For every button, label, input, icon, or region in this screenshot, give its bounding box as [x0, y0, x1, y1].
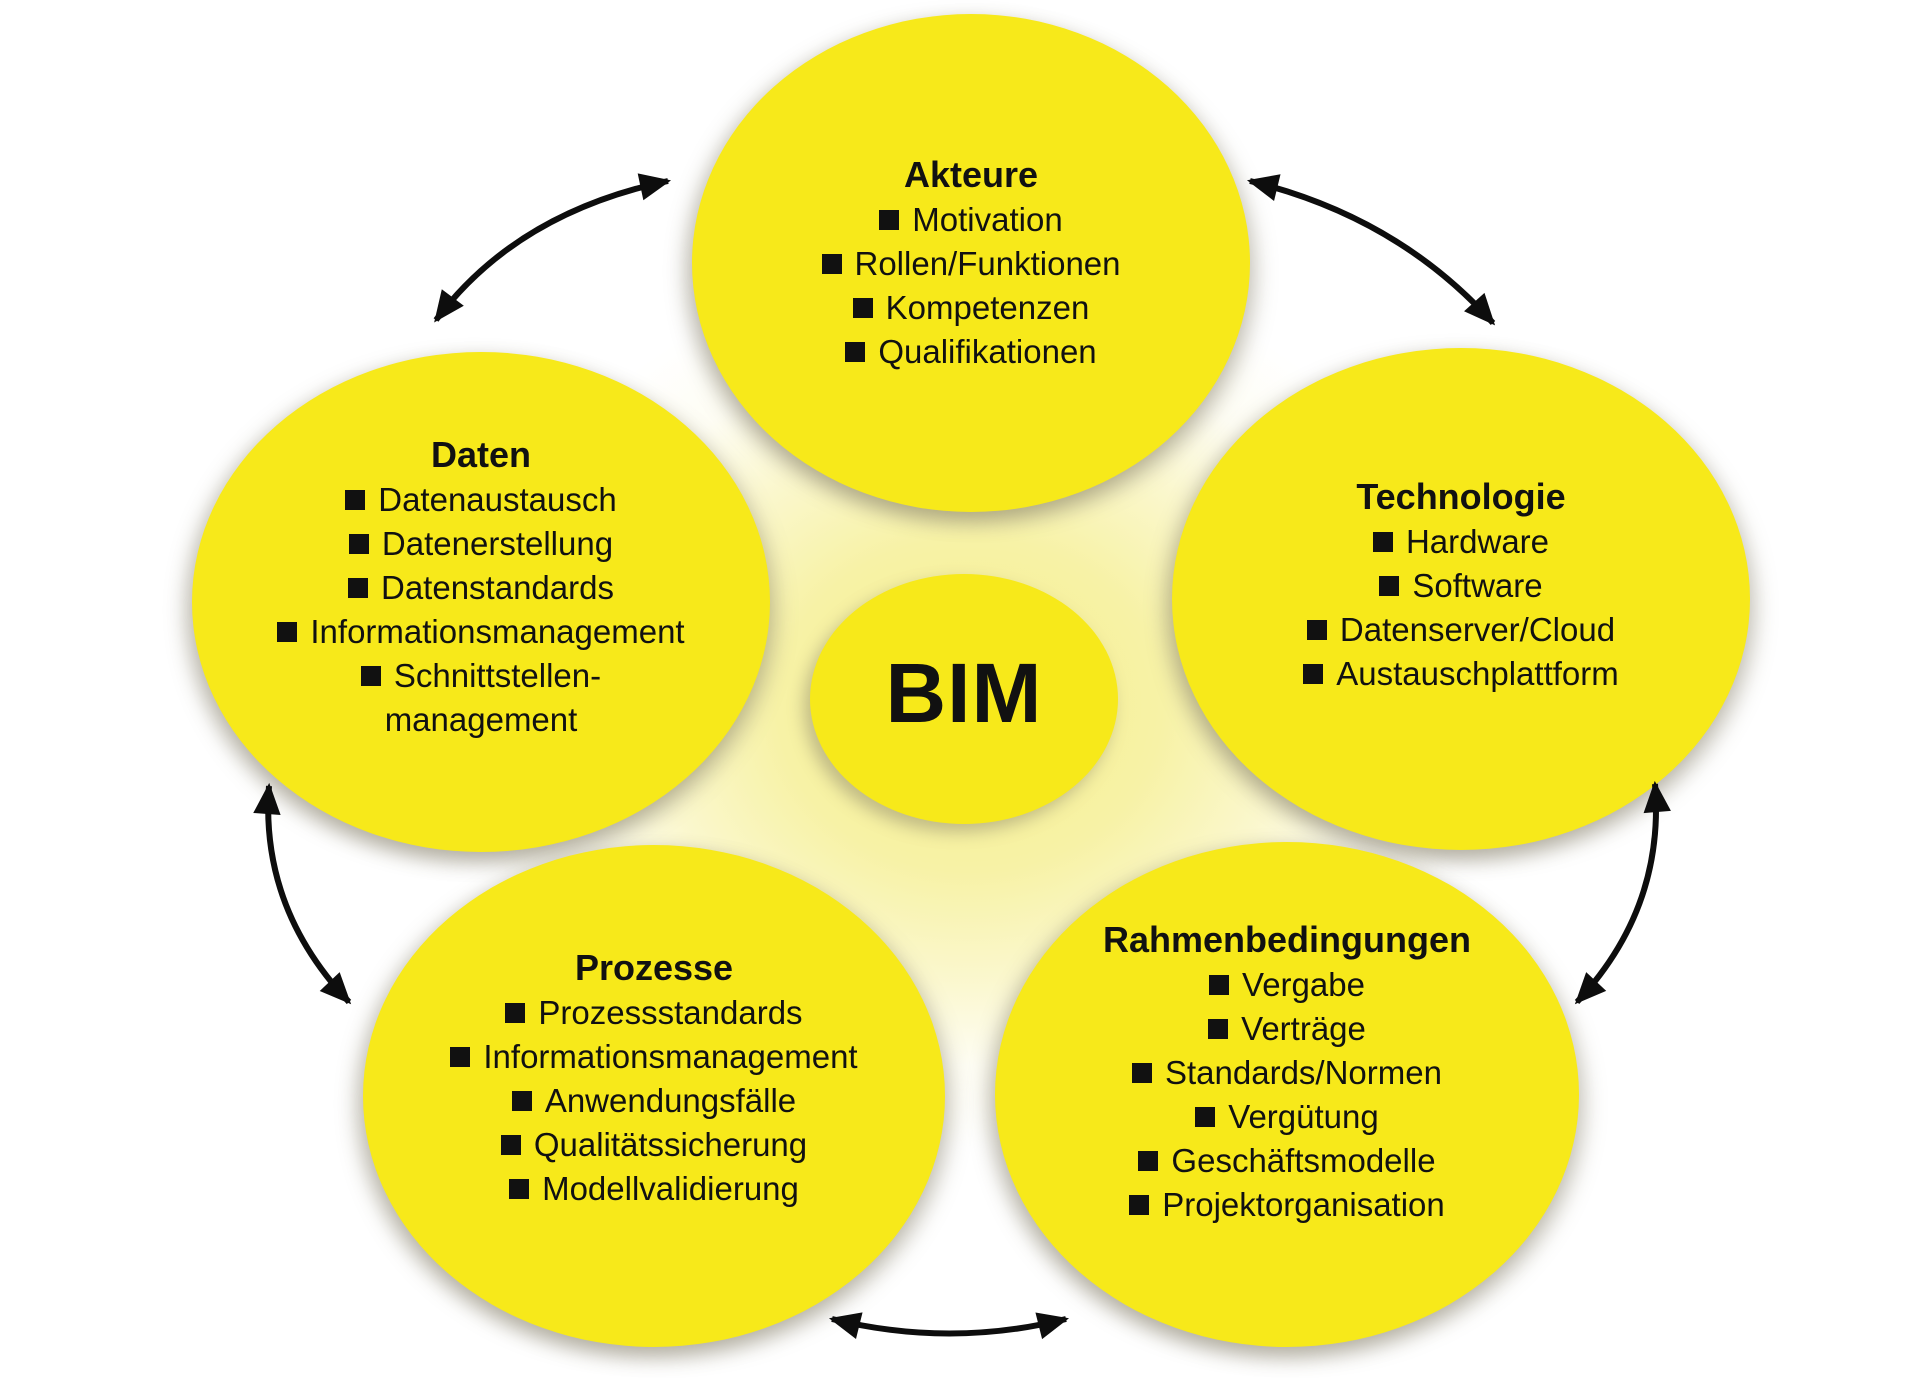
item-label: Rollen/Funktionen — [854, 245, 1121, 282]
circle-prozesse: Prozesse Prozessstandards Informationsma… — [363, 845, 945, 1347]
list-item: Vergütung — [1195, 1095, 1379, 1139]
list-item: Austauschplattform — [1303, 652, 1619, 696]
item-label: Vergütung — [1228, 1097, 1379, 1135]
list-item: Motivation — [879, 198, 1063, 242]
item-label: Prozessstandards — [538, 994, 803, 1031]
list-item: Verträge — [1208, 1007, 1366, 1051]
arrow-akteure-technologie — [1246, 174, 1496, 326]
bullet-square-icon — [450, 1047, 471, 1067]
item-label: Datenerstellung — [381, 525, 614, 562]
circle-title-prozesse: Prozesse — [574, 947, 734, 988]
list-item: Projektorganisation — [1129, 1183, 1445, 1227]
list-item: Hardware — [1372, 520, 1550, 564]
bullet-square-icon — [1195, 1106, 1216, 1127]
circle-technologie: Technologie Hardware Software Datenserve… — [1172, 348, 1750, 850]
circle-rahmenbedingungen: Rahmenbedingungen Vergabe Verträge Stand… — [995, 842, 1579, 1347]
item-label: Qualifikationen — [878, 333, 1097, 370]
item-label: Datenstandards — [381, 569, 614, 606]
item-label: Austauschplattform — [1336, 655, 1619, 692]
item-label: Informationsmanagement — [310, 613, 685, 650]
circle-title-technologie: Technologie — [1356, 476, 1566, 517]
arrow-daten-akteure — [433, 173, 672, 323]
list-item: Qualitätssicherung — [500, 1123, 808, 1167]
list-item: Standards/Normen — [1132, 1051, 1442, 1095]
circle-bim-center: BIM — [810, 574, 1118, 824]
circle-title-akteure: Akteure — [903, 154, 1039, 195]
bullet-square-icon — [1138, 1150, 1159, 1171]
item-label: Geschäftsmodelle — [1171, 1141, 1436, 1179]
bullet-square-icon — [360, 666, 381, 686]
list-item: Datenstandards — [348, 566, 614, 610]
item-label: Verträge — [1241, 1009, 1366, 1047]
list-item: Datenserver/Cloud — [1306, 608, 1616, 652]
item-label: Standards/Normen — [1165, 1053, 1442, 1091]
list-item: Qualifikationen — [845, 330, 1097, 374]
bullet-square-icon — [505, 1003, 526, 1023]
arrow-prozesse-rahmenbedingungen — [828, 1312, 1070, 1340]
list-item: Informationsmanagement — [450, 1035, 858, 1079]
bullet-square-icon — [348, 578, 368, 598]
bullet-square-icon — [1129, 1194, 1150, 1215]
bullet-square-icon — [1132, 1062, 1152, 1083]
circle-daten: Daten Datenaustausch Datenerstellung Dat… — [192, 352, 770, 852]
bullet-square-icon — [1306, 620, 1327, 640]
bullet-square-icon — [277, 622, 298, 642]
item-label: Modellvalidierung — [542, 1170, 799, 1207]
list-item: Software — [1379, 564, 1543, 608]
item-label: Kompetenzen — [885, 289, 1090, 326]
item-label: Hardware — [1405, 523, 1550, 560]
item-label: Vergabe — [1242, 965, 1365, 1003]
list-item-continuation: management — [385, 698, 578, 742]
item-label: Software — [1412, 567, 1543, 604]
circle-akteure: Akteure Motivation Rollen/Funktionen Kom… — [692, 14, 1250, 512]
bullet-square-icon — [852, 298, 873, 318]
list-item: Vergabe — [1209, 963, 1365, 1007]
list-item: Schnittstellen- — [360, 654, 602, 698]
list-item: Informationsmanagement — [277, 610, 685, 654]
bullet-square-icon — [821, 254, 842, 274]
item-label: Datenaustausch — [378, 481, 617, 518]
bullet-square-icon — [879, 210, 900, 230]
item-label: Datenserver/Cloud — [1339, 611, 1616, 648]
item-label: Motivation — [912, 201, 1063, 238]
bullet-square-icon — [1208, 1018, 1229, 1039]
bullet-square-icon — [1209, 974, 1230, 995]
item-label: Schnittstellen- — [393, 657, 602, 694]
bullet-square-icon — [500, 1135, 521, 1155]
item-label: management — [384, 701, 578, 738]
bim-label: BIM — [885, 645, 1043, 740]
bullet-square-icon — [1379, 576, 1400, 596]
list-item: Rollen/Funktionen — [821, 242, 1121, 286]
circle-title-rahmenbedingungen: Rahmenbedingungen — [1103, 918, 1471, 960]
item-label: Qualitätssicherung — [533, 1126, 808, 1163]
list-item: Datenaustausch — [345, 478, 617, 522]
bullet-square-icon — [1303, 664, 1324, 684]
list-item: Anwendungsfälle — [511, 1079, 797, 1123]
bullet-square-icon — [845, 342, 866, 362]
bullet-square-icon — [345, 490, 366, 510]
item-label: Anwendungsfälle — [544, 1082, 797, 1119]
list-item: Prozessstandards — [505, 991, 803, 1035]
list-item: Kompetenzen — [852, 286, 1090, 330]
list-item: Datenerstellung — [348, 522, 614, 566]
bullet-square-icon — [509, 1179, 530, 1199]
list-item: Geschäftsmodelle — [1138, 1139, 1436, 1183]
bullet-square-icon — [1372, 532, 1393, 552]
bullet-square-icon — [511, 1091, 532, 1111]
bullet-square-icon — [348, 534, 369, 554]
item-label: Informationsmanagement — [483, 1038, 858, 1075]
item-label: Projektorganisation — [1162, 1185, 1445, 1223]
circle-title-daten: Daten — [430, 434, 532, 475]
list-item: Modellvalidierung — [509, 1167, 799, 1211]
